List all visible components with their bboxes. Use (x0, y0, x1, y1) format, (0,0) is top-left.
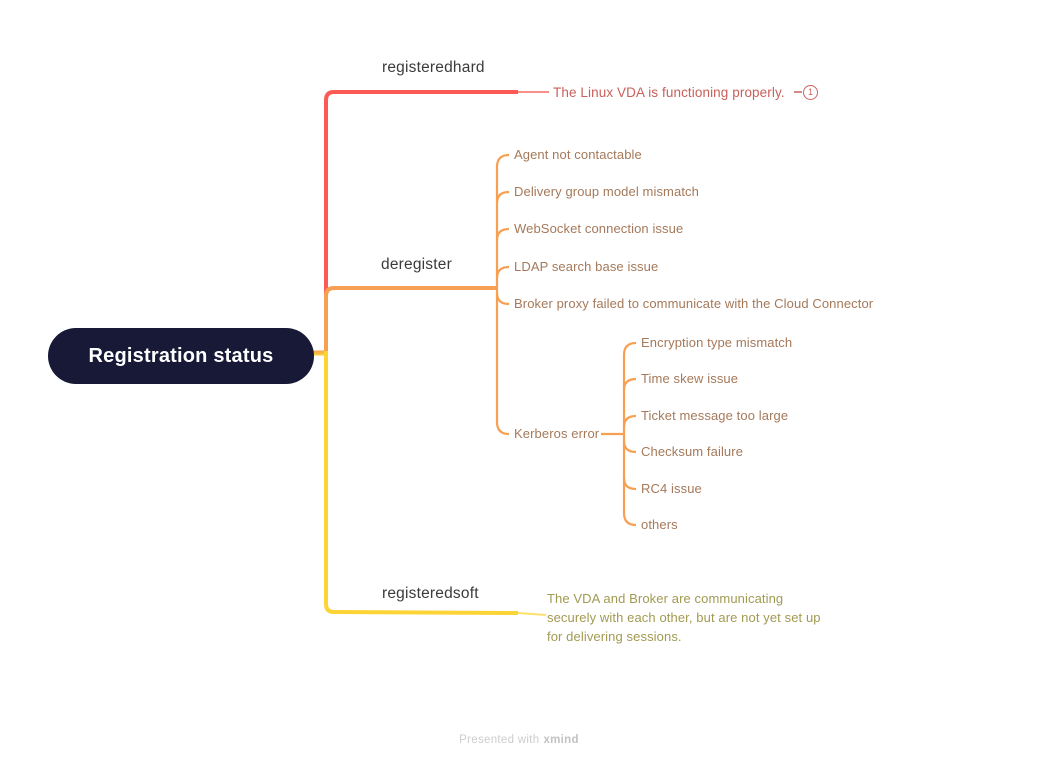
topic-registeredsoft[interactable]: registeredsoft (382, 585, 479, 602)
watermark-brand: xmind (543, 734, 579, 746)
leaf-registeredsoft-note[interactable]: The VDA and Broker are communicating sec… (547, 591, 821, 644)
subtopic-time-skew-issue[interactable]: Time skew issue (641, 371, 739, 386)
subtopic-agent-not-contactable[interactable]: Agent not contactable (514, 147, 642, 162)
subtopic-broker-proxy-failed[interactable]: Broker proxy failed to communicate with … (514, 296, 874, 311)
connector-deregister-bracket (495, 153, 510, 436)
root-topic-label: Registration status (88, 344, 274, 367)
subtopic-delivery-group-model-mismatch[interactable]: Delivery group model mismatch (514, 184, 699, 199)
subtopic-ticket-message-too-large[interactable]: Ticket message too large (641, 408, 789, 423)
watermark-prefix: Presented with (459, 734, 540, 746)
subtopic-kerberos-error[interactable]: Kerberos error (514, 426, 600, 441)
connector-kerberos-bracket (601, 341, 637, 527)
subtopic-rc4-issue[interactable]: RC4 issue (641, 481, 702, 496)
subtopic-ldap-search-base-issue[interactable]: LDAP search base issue (514, 259, 659, 274)
subtopic-websocket-connection-issue[interactable]: WebSocket connection issue (514, 221, 684, 236)
connector-branch-deregister (324, 286, 497, 353)
topic-number-badge[interactable]: 1 (803, 85, 818, 100)
root-topic[interactable]: Registration status (48, 328, 314, 384)
subtopic-checksum-failure[interactable]: Checksum failure (641, 444, 744, 459)
subtopic-others[interactable]: others (641, 517, 678, 532)
connector-branch-registeredhard (324, 90, 518, 353)
connector-branch-registeredsoft (324, 351, 519, 615)
topic-deregister[interactable]: deregister (381, 256, 452, 273)
leaf-registeredhard-note[interactable]: The Linux VDA is functioning properly. (553, 85, 785, 100)
topic-registeredhard[interactable]: registeredhard (382, 59, 485, 76)
connector-leaf-registeredsoft (517, 612, 547, 616)
subtopic-encryption-type-mismatch[interactable]: Encryption type mismatch (641, 335, 793, 350)
